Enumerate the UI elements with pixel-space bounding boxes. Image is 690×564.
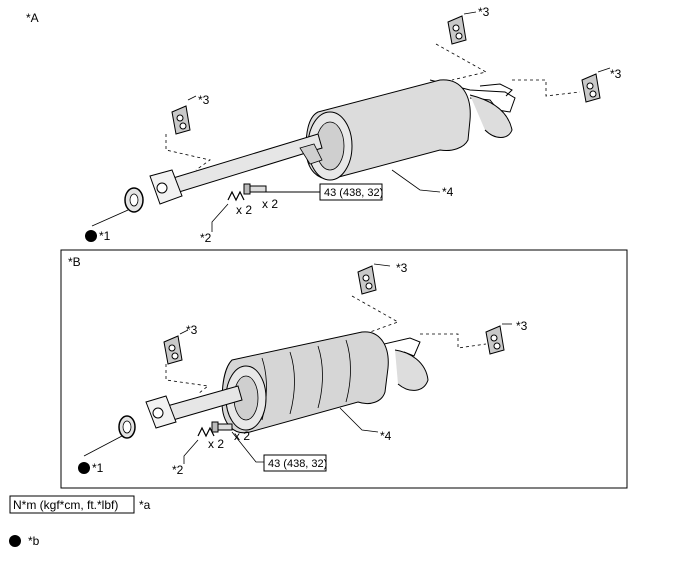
legend-dot-note: *b <box>28 534 40 548</box>
callout-spring-b: *2 <box>172 463 184 477</box>
tail-pipe-a <box>469 94 513 138</box>
legend: N*m (kgf*cm, ft.*lbf) *a *b <box>9 495 151 548</box>
hanger-top-a <box>447 15 467 45</box>
view-b-frame <box>60 249 628 489</box>
torque-box-a <box>319 183 383 201</box>
legend-torque-unit: N*m (kgf*cm, ft.*lbf) <box>13 498 118 512</box>
torque-value-b: 43 (438, 32) <box>268 458 327 470</box>
callout-spring-a: *2 <box>200 231 212 245</box>
callout-hanger-top-a: *3 <box>478 5 490 19</box>
hanger-right-a <box>581 73 601 103</box>
callout-hanger-right-a: *3 <box>610 67 622 81</box>
spring-b <box>197 426 215 438</box>
torque-box-b <box>263 454 327 472</box>
hanger-top-b <box>357 265 377 295</box>
bolt-qty-a: x 2 <box>262 197 278 211</box>
view-a-label: *A <box>26 11 39 25</box>
spring-qty-a: x 2 <box>236 203 252 217</box>
muffler-b <box>221 331 389 434</box>
view-a: *A x 2 x 2 <box>26 5 622 245</box>
torque-value-a: 43 (438, 32) <box>324 187 383 199</box>
view-b-label: *B <box>68 255 81 269</box>
front-pipe-a <box>149 133 323 205</box>
callout-muffler-b: *4 <box>380 429 392 443</box>
bolt-qty-b: x 2 <box>234 429 250 443</box>
callout-gasket-a: *1 <box>99 229 111 243</box>
callout-muffler-a: *4 <box>442 185 454 199</box>
spring-a <box>227 190 245 202</box>
spring-qty-b: x 2 <box>208 437 224 451</box>
callout-hanger-top-b: *3 <box>396 261 408 275</box>
legend-torque-note: *a <box>139 498 151 512</box>
front-pipe-b <box>145 385 243 429</box>
dot-b <box>78 462 90 474</box>
muffler-a <box>304 79 471 181</box>
hanger-right-b <box>485 325 505 355</box>
callout-gasket-b: *1 <box>92 461 104 475</box>
callout-hanger-right-b: *3 <box>516 319 528 333</box>
tail-pipe-b <box>394 349 429 391</box>
dot-a <box>85 230 97 242</box>
bolt-b <box>211 421 233 433</box>
callout-hanger-left-a: *3 <box>198 93 210 107</box>
bolt-a <box>243 183 267 195</box>
hanger-left-b <box>163 335 183 365</box>
legend-dot <box>9 535 21 547</box>
legend-torque-box <box>9 495 135 514</box>
view-b: *B x 2 x 2 <box>68 255 528 477</box>
hanger-left-a <box>171 105 191 135</box>
callout-hanger-left-b: *3 <box>186 323 198 337</box>
